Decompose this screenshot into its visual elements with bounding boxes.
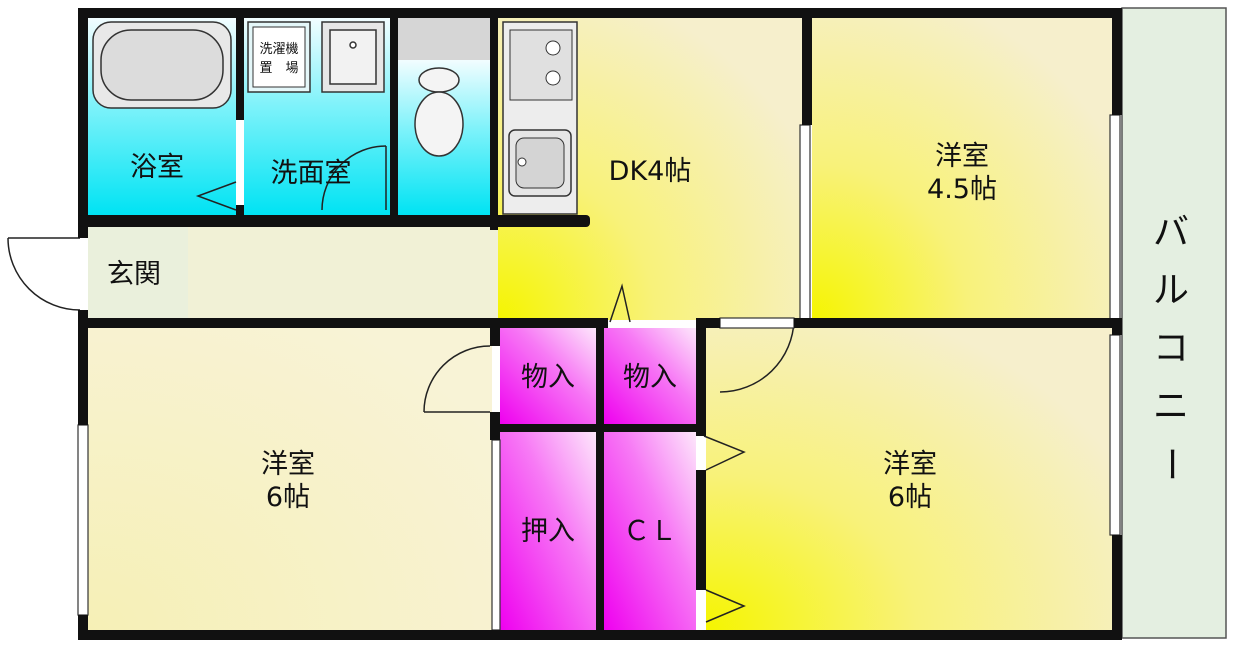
western-se-size: 6帖 bbox=[888, 482, 932, 513]
stove-burner-icon bbox=[545, 40, 561, 56]
bath-label: 浴室 bbox=[130, 152, 184, 183]
wash-basin bbox=[321, 21, 385, 93]
laundry-label-line1: 洗濯機 bbox=[259, 42, 298, 57]
storage-1-label: 物入 bbox=[521, 362, 575, 393]
bathtub bbox=[92, 21, 232, 109]
closet-jp-label: 押入 bbox=[521, 516, 575, 547]
western-ne-name: 洋室 bbox=[935, 141, 989, 172]
kitchen-counter bbox=[502, 21, 578, 215]
balcony-char: ル bbox=[1153, 270, 1189, 311]
laundry-label-line2: 置 場 bbox=[259, 61, 298, 76]
closet-floor bbox=[604, 432, 696, 630]
balcony-label: バ ル コ ニ ー bbox=[1150, 212, 1191, 482]
storage-1-floor bbox=[500, 328, 596, 424]
washing-machine-area bbox=[247, 21, 311, 93]
western-ne-floor bbox=[812, 18, 1114, 320]
western-se-name: 洋室 bbox=[883, 449, 937, 480]
washroom-label: 洗面室 bbox=[271, 158, 352, 189]
western-sw-floor bbox=[88, 328, 492, 630]
balcony-char: コ bbox=[1153, 328, 1189, 369]
balcony-floor bbox=[1121, 7, 1227, 639]
balcony-char: ニ bbox=[1153, 386, 1189, 427]
dk-label: DK4帖 bbox=[609, 156, 692, 187]
stove-burner-icon bbox=[545, 70, 561, 86]
closet-jp-floor bbox=[500, 432, 596, 630]
closet-label: ＣＬ bbox=[623, 516, 677, 547]
balcony-char: バ bbox=[1153, 212, 1189, 253]
western-ne-size: 4.5帖 bbox=[927, 174, 997, 205]
storage-2-label: 物入 bbox=[623, 362, 677, 393]
western-sw-name: 洋室 bbox=[261, 449, 315, 480]
toilet-back bbox=[398, 18, 490, 60]
storage-2-floor bbox=[604, 328, 696, 424]
western-sw-size: 6帖 bbox=[266, 482, 310, 513]
hall-floor bbox=[188, 227, 498, 318]
doors bbox=[7, 145, 795, 623]
entrance-label: 玄関 bbox=[107, 259, 161, 290]
toilet bbox=[414, 67, 464, 157]
entrance-floor bbox=[88, 227, 188, 318]
walls bbox=[78, 8, 1122, 640]
western-se-floor bbox=[706, 328, 1114, 630]
balcony-char: ー bbox=[1150, 446, 1191, 482]
